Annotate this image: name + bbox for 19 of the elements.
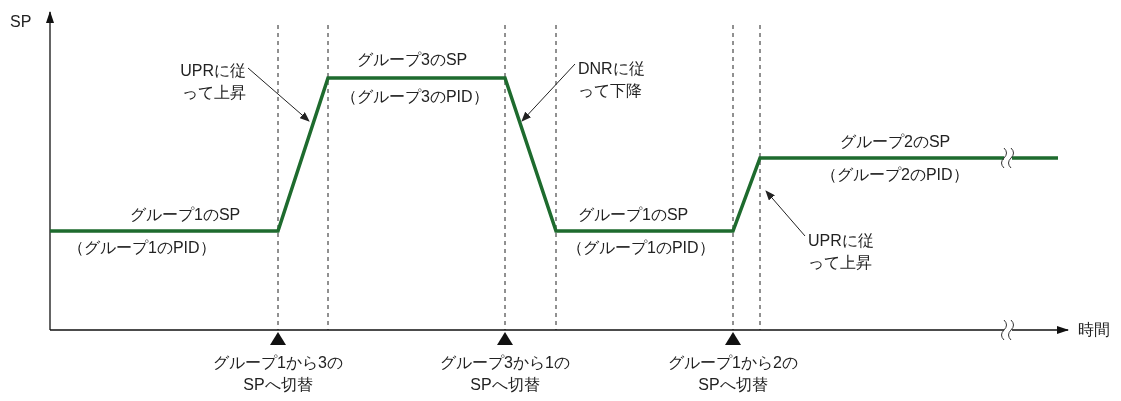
switch-label: グループ3から1のSPへ切替 <box>439 353 571 395</box>
leader-line <box>247 67 310 122</box>
axis-label: SP <box>10 12 32 32</box>
switch-label: グループ1から3のSPへ切替 <box>212 353 344 395</box>
segment-label: （グループ1のPID） <box>68 238 216 258</box>
axis-label: 時間 <box>1078 320 1110 340</box>
leader-line <box>521 63 576 122</box>
segment-label: （グループ2のPID） <box>821 165 969 185</box>
segment-label: （グループ1のPID） <box>567 238 715 258</box>
segment-label: グループ2のSP <box>840 132 951 152</box>
annotation-text: DNRに従って下降 <box>578 58 646 102</box>
segment-label: （グループ3のPID） <box>341 87 489 107</box>
switch-label: グループ1から2のSPへ切替 <box>667 353 799 395</box>
segment-label: グループ1のSP <box>578 205 689 225</box>
segment-label: グループ1のSP <box>130 205 241 225</box>
leader-line <box>765 190 806 237</box>
annotation-text: UPRに従って上昇 <box>178 60 246 104</box>
annotation-text: UPRに従って上昇 <box>808 230 876 274</box>
segment-label: グループ3のSP <box>357 50 468 70</box>
